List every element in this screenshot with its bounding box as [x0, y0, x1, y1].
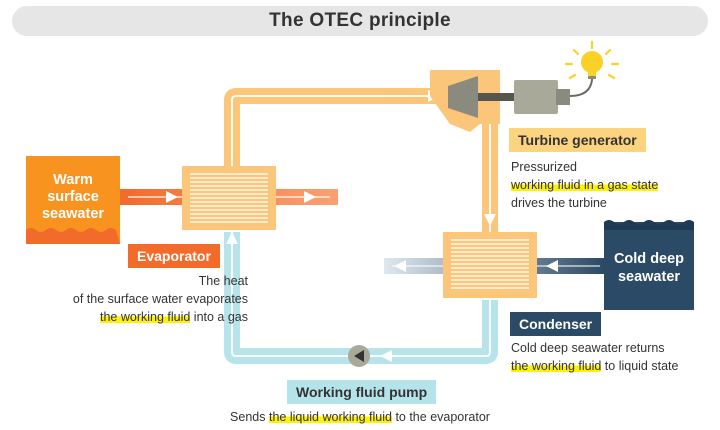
evaporator-exchanger: [182, 166, 276, 230]
flow-arrow-icon: [484, 214, 496, 226]
warm-label-line: surface: [47, 189, 99, 205]
lightbulb-icon: [564, 40, 620, 80]
cold-label-line: seawater: [617, 269, 681, 285]
description-line: Pressurized: [511, 160, 577, 174]
highlight-text: the liquid working fluid: [268, 410, 392, 424]
pump-icon: [348, 345, 370, 367]
warm-seawater-label: Warm surface seawater: [26, 172, 120, 223]
turbine-description: Pressurized working fluid in a gas state…: [511, 158, 711, 212]
highlight-text: working fluid in a gas state: [511, 178, 659, 192]
pump-description: Sends the liquid working fluid to the ev…: [180, 408, 540, 426]
working-fluid-pump-tag: Working fluid pump: [287, 380, 437, 404]
cold-seawater-label: Cold deep seawater: [604, 250, 694, 286]
description-text: Sends: [230, 410, 269, 424]
flow-arrow-icon: [380, 350, 392, 362]
description-line: of the surface water evaporates: [72, 292, 248, 306]
warm-seawater-box: [26, 156, 120, 244]
description-text: into a gas: [190, 310, 248, 324]
description-line: The heat: [198, 274, 248, 288]
cold-label-line: Cold deep: [613, 251, 685, 267]
flow-arrow-icon: [226, 232, 238, 244]
turbine-generator-tag: Turbine generator: [509, 128, 646, 152]
cold-seawater-box: [604, 220, 694, 310]
condenser-description: Cold deep seawater returns the working f…: [511, 339, 711, 375]
description-text: to the evaporator: [391, 410, 490, 424]
description-line: Cold deep seawater returns: [511, 341, 665, 355]
generator-icon: [514, 74, 593, 114]
description-line: working fluid in a gas state: [511, 176, 711, 194]
condenser-tag: Condenser: [510, 312, 602, 336]
warm-label-line: seawater: [41, 206, 105, 222]
condenser-exchanger: [443, 232, 537, 298]
highlight-text: the working fluid: [99, 310, 191, 324]
evaporator-description: The heat of the surface water evaporates…: [40, 272, 248, 326]
turbine-icon: [430, 70, 516, 132]
description-line: drives the turbine: [511, 196, 607, 210]
description-text: to liquid state: [601, 359, 679, 373]
evaporator-tag: Evaporator: [128, 244, 220, 268]
description-line: the working fluid to liquid state: [511, 357, 711, 375]
page-title: The OTEC principle: [12, 6, 708, 36]
highlight-text: the working fluid: [511, 359, 602, 373]
warm-label-line: Warm: [53, 172, 93, 188]
description-line: the working fluid into a gas: [40, 308, 248, 326]
